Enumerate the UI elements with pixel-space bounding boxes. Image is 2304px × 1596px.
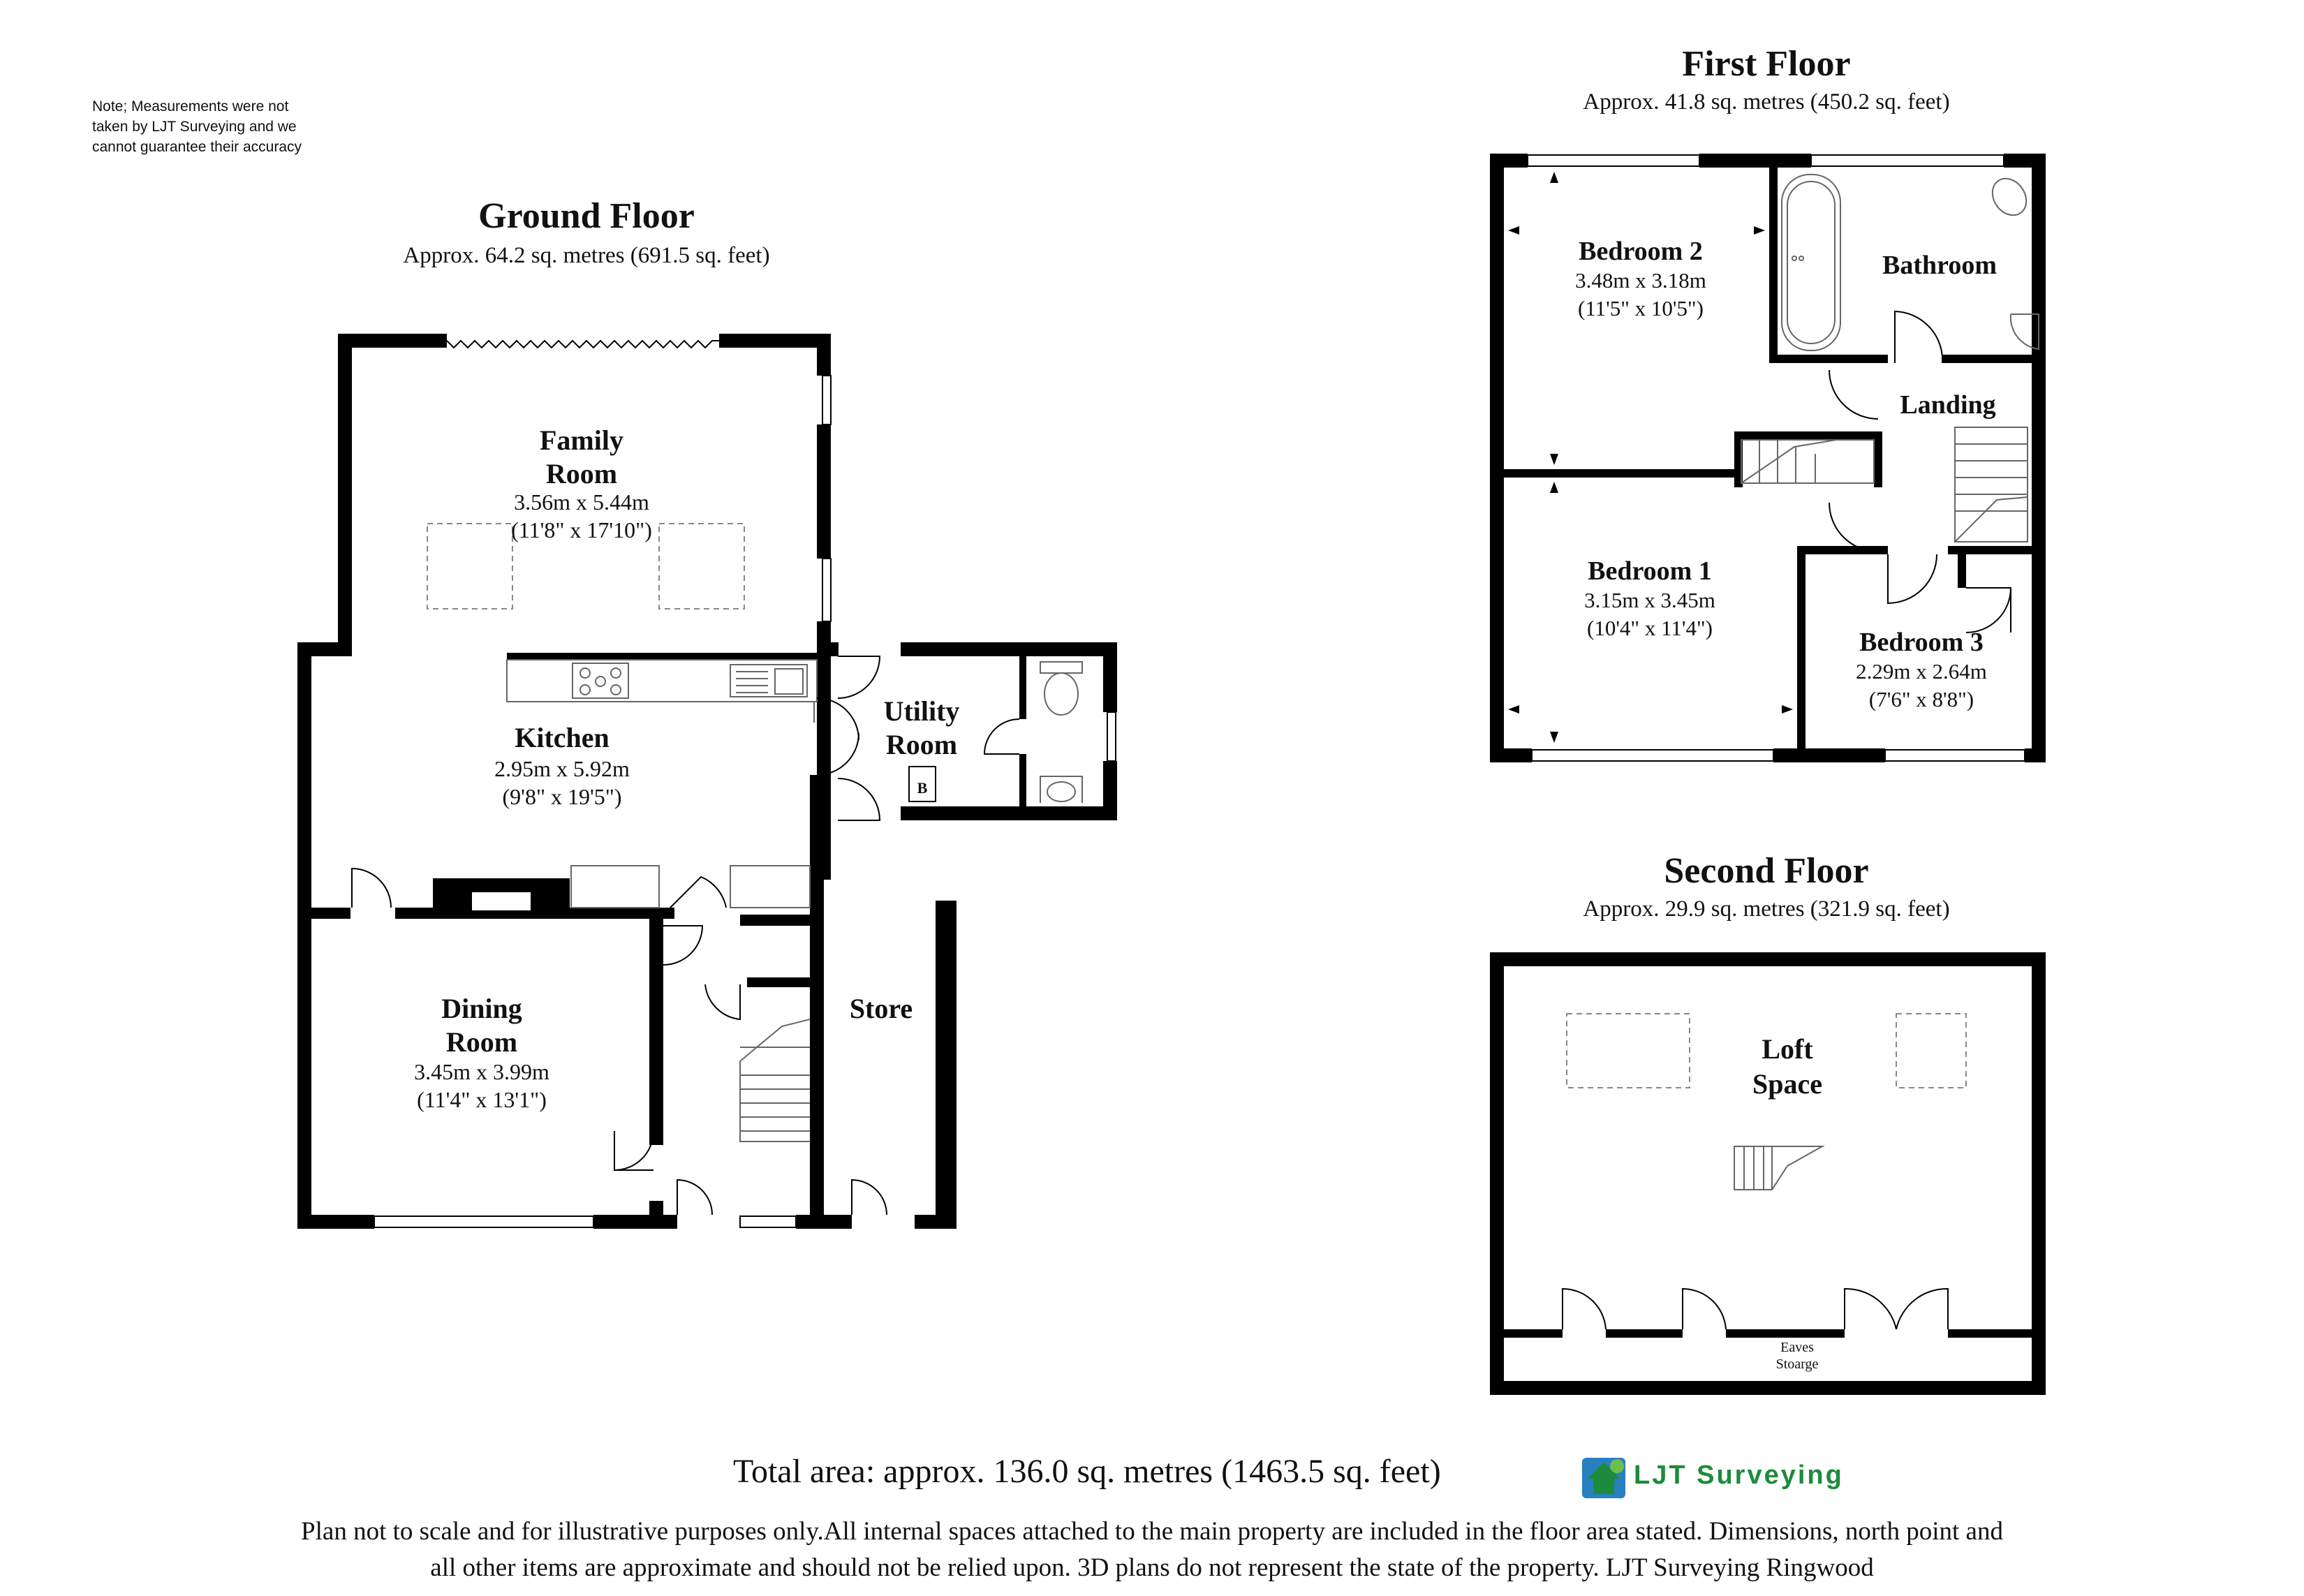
store-label: Store (850, 993, 913, 1024)
utility-room-label: Room (886, 729, 957, 760)
second-floor-area: Approx. 29.9 sq. metres (321.9 sq. feet) (1583, 896, 1950, 922)
fireplace (433, 878, 570, 910)
bathroom-label: Bathroom (1882, 251, 1997, 280)
utility-wc (1040, 661, 1083, 803)
second-floor-plan: Loft Space Eaves Stoarge (1490, 952, 2046, 1395)
bedroom1-dimensions: (10'4" x 11'4") (1587, 616, 1713, 640)
first-windows (1527, 154, 2025, 762)
boiler-box (908, 766, 936, 802)
eaves-storage-label: Stoarge (1776, 1357, 1819, 1372)
first-doors (1829, 310, 2012, 633)
total-area: Total area: approx. 136.0 sq. metres (14… (733, 1453, 1441, 1490)
bedroom2-dimensions: (11'5" x 10'5") (1578, 296, 1704, 320)
skylight (658, 523, 745, 609)
staircase (739, 1019, 811, 1142)
second-skylights (1566, 1013, 1967, 1088)
bedroom3-dimensions: (7'6" x 8'8") (1869, 687, 1974, 711)
ground-labels: Family Room 3.56m x 5.44m (11'8" x 17'10… (414, 424, 959, 1112)
bifold-door (446, 339, 719, 349)
kitchen-dimensions: 2.95m x 5.92m (494, 756, 630, 781)
ground-floor-walls (297, 334, 1117, 1229)
bathroom-fixtures (1781, 174, 2039, 351)
loft-stairs (1734, 1146, 1825, 1190)
bedroom1-label: Bedroom 1 (1588, 556, 1712, 586)
bedroom2-label: Bedroom 2 (1579, 237, 1703, 266)
first-floor-area: Approx. 41.8 sq. metres (450.2 sq. feet) (1583, 89, 1950, 114)
family-room-dimensions: (11'8" x 17'10") (511, 517, 652, 542)
family-room-label: Family (540, 424, 623, 456)
disclaimer-line: all other items are approximate and shou… (430, 1553, 1874, 1582)
loft-space-label: Space (1752, 1068, 1822, 1100)
first-staircase (1741, 427, 2028, 542)
second-floor-walls (1490, 952, 2046, 1395)
utility-room-label: Utility (884, 695, 960, 727)
ground-floor-area: Approx. 64.2 sq. metres (691.5 sq. feet) (403, 243, 770, 268)
ground-windows (374, 375, 1116, 1228)
bedroom3-label: Bedroom 3 (1859, 628, 1984, 657)
bedroom3-dimensions: 2.29m x 2.64m (1856, 659, 1987, 684)
dining-room-dimensions: 3.45m x 3.99m (414, 1059, 549, 1084)
landing-label: Landing (1900, 390, 1995, 420)
dining-room-label: Dining (441, 993, 522, 1024)
family-room-dimensions: 3.56m x 5.44m (514, 489, 649, 515)
ground-floor-plan: Family Room 3.56m x 5.44m (11'8" x 17'10… (297, 334, 1117, 1229)
kitchen-counter (506, 659, 818, 723)
first-floor-title: First Floor (1682, 44, 1851, 84)
loft-space-label: Loft (1762, 1033, 1813, 1065)
boiler-label: B (917, 779, 928, 797)
ground-floor-title: Ground Floor (478, 196, 695, 236)
kitchen-dimensions: (9'8" x 19'5") (503, 784, 622, 809)
eaves-doors (1562, 1287, 1949, 1330)
second-labels: Loft Space Eaves Stoarge (1752, 1033, 1822, 1372)
first-floor-walls (1490, 154, 2046, 762)
disclaimer: Plan not to scale and for illustrative p… (28, 1514, 2276, 1586)
bedroom1-dimensions: 3.15m x 3.45m (1584, 588, 1715, 612)
brand-name: LJT Surveying (1634, 1461, 1844, 1490)
first-labels: Bedroom 2 3.48m x 3.18m (11'5" x 10'5") … (1575, 237, 1997, 711)
family-room-label: Room (546, 458, 617, 489)
second-floor-title: Second Floor (1664, 851, 1869, 891)
dining-room-dimensions: (11'4" x 13'1") (417, 1087, 547, 1112)
first-floor-plan: Bedroom 2 3.48m x 3.18m (11'5" x 10'5") … (1490, 154, 2046, 762)
dining-room-label: Room (446, 1026, 517, 1058)
cupboard (570, 865, 660, 908)
first-measure-arrows (1508, 172, 1793, 743)
eaves-storage-label: Eaves (1780, 1340, 1814, 1355)
ljt-logo-icon (1582, 1458, 1625, 1498)
cupboard (730, 865, 811, 908)
kitchen-label: Kitchen (515, 722, 610, 753)
ground-doors (351, 642, 1020, 1216)
disclaimer-line: Plan not to scale and for illustrative p… (301, 1517, 2003, 1546)
skylight (427, 523, 513, 609)
measurement-note: Note; Measurements were not taken by LJT… (92, 98, 302, 155)
bedroom2-dimensions: 3.48m x 3.18m (1575, 268, 1706, 293)
